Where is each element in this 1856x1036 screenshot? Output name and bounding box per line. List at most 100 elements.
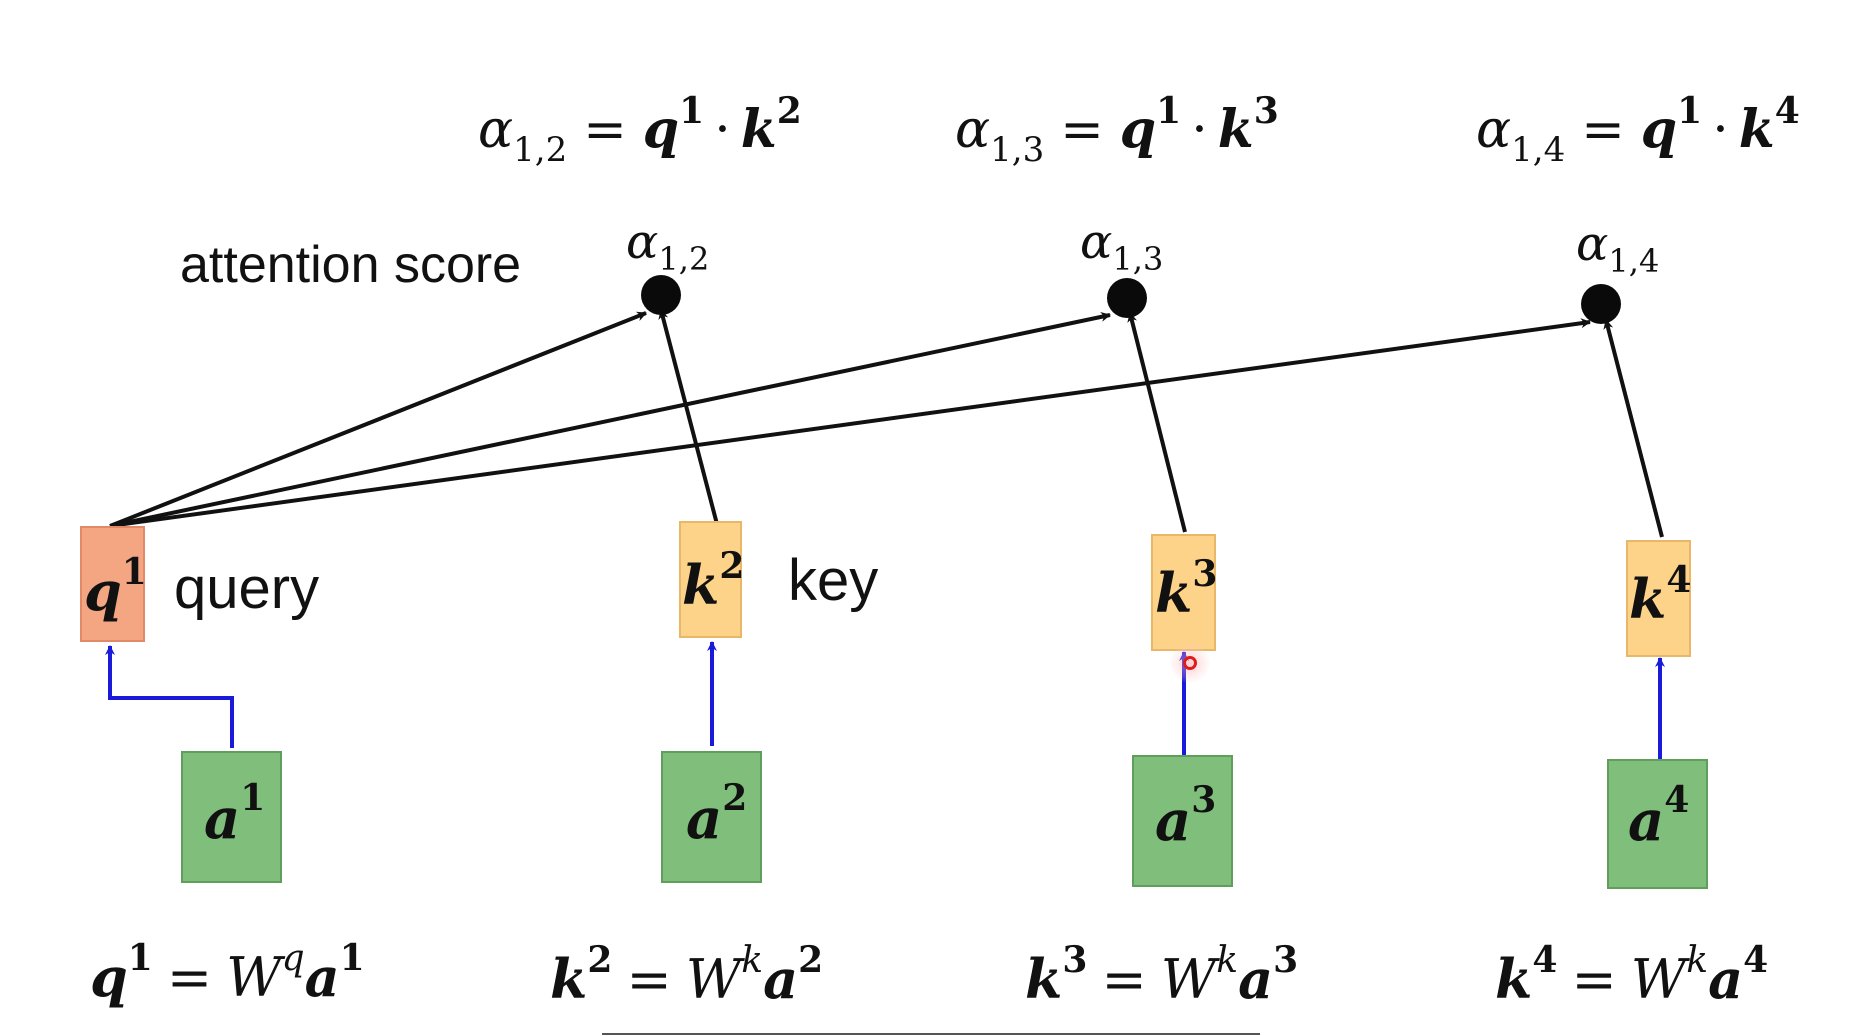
q-symbol: q — [1120, 99, 1156, 160]
k-superscript: 2 — [777, 90, 802, 132]
alpha-symbol: α — [626, 214, 658, 270]
arrow-q1-to-alpha14 — [109, 318, 1591, 528]
a-superscript: 1 — [340, 937, 365, 979]
arrow-q1-to-alpha12 — [109, 311, 647, 528]
query-box-bg — [80, 526, 145, 642]
alpha-symbol: α — [1476, 100, 1511, 160]
arrow-q1-to-alpha13 — [109, 311, 1111, 528]
a-symbol: a — [1155, 788, 1191, 854]
arrow-k4-to-alpha14 — [1603, 319, 1664, 538]
dot-operator: · — [1712, 100, 1729, 160]
formula-k4: k4=Wka4 — [1495, 939, 1768, 1011]
input-box-4: a4 — [1607, 759, 1708, 889]
score-label-1-3: α1,3 — [1080, 214, 1163, 278]
q-superscript: 1 — [1156, 90, 1181, 132]
a-superscript: 3 — [1191, 779, 1216, 821]
formula-q1: q1=Wqa1 — [90, 937, 365, 1009]
equals-sign: = — [1571, 948, 1616, 1011]
k-superscript: 3 — [1254, 90, 1279, 132]
input-box-1: a1 — [181, 751, 282, 883]
alpha-subscript: 1,3 — [990, 130, 1044, 170]
weight-symbol: W — [226, 946, 286, 1009]
input-box-3: a3 — [1132, 755, 1233, 887]
alpha-subscript: 1,2 — [658, 240, 709, 278]
query-label: query — [174, 556, 319, 621]
k-superscript: 2 — [719, 545, 744, 587]
a-superscript: 2 — [798, 939, 823, 981]
attention-arrows — [109, 309, 1664, 538]
key-box-3: k3 — [1151, 534, 1217, 651]
lhs-symbol: k — [1025, 947, 1062, 1011]
input-box-3-bg — [1132, 755, 1233, 887]
arrow-k2-to-alpha12 — [658, 309, 720, 529]
weight-superscript: k — [741, 940, 763, 981]
score-label-1-2: α1,2 — [626, 214, 709, 278]
score-label-1-4: α1,4 — [1576, 216, 1659, 280]
svg-text:α1,2=q1·k2: α1,2=q1·k2 — [478, 90, 802, 170]
alpha-subscript: 1,4 — [1608, 242, 1659, 280]
alpha-symbol: α — [1576, 216, 1608, 272]
query-box: q1 — [80, 526, 147, 642]
lhs-superscript: 2 — [587, 939, 612, 981]
lhs-symbol: q — [90, 945, 128, 1009]
a-superscript: 4 — [1664, 779, 1689, 821]
k-symbol: k — [741, 99, 777, 160]
laser-pointer-icon — [1183, 656, 1197, 670]
equals-sign: = — [1581, 100, 1625, 160]
k-symbol: k — [682, 553, 719, 617]
weight-superscript: k — [1686, 940, 1708, 981]
k-symbol: k — [1218, 99, 1254, 160]
key-box-2-bg — [679, 521, 742, 638]
key-box-2-label: k2 — [682, 545, 744, 617]
a-symbol: a — [305, 945, 340, 1009]
a-superscript: 1 — [240, 777, 265, 819]
a-superscript: 4 — [1743, 939, 1768, 981]
query-box-label: q1 — [84, 551, 147, 623]
equals-sign: = — [583, 100, 627, 160]
dot-operator: · — [1191, 100, 1208, 160]
q-superscript: 1 — [122, 551, 147, 593]
weight-superscript: k — [1216, 940, 1238, 981]
arrow-a1-to-q1 — [105, 645, 234, 748]
projection-arrows — [105, 641, 1665, 762]
alpha-subscript: 1,3 — [1112, 240, 1163, 278]
input-box-4-label: a4 — [1628, 779, 1689, 854]
input-box-1-label: a1 — [204, 777, 265, 852]
k-superscript: 3 — [1192, 553, 1217, 595]
formula-alpha-1-2: α1,2=q1·k2 — [478, 90, 802, 170]
a-superscript: 3 — [1273, 939, 1298, 981]
a-symbol: a — [1238, 947, 1273, 1011]
formula-k3: k3=Wka3 — [1025, 939, 1298, 1011]
score-node-1-4 — [1581, 284, 1621, 324]
input-box-2-bg — [661, 751, 762, 883]
lhs-superscript: 1 — [128, 937, 153, 979]
lhs-superscript: 4 — [1532, 939, 1557, 981]
formula-alpha-1-4: α1,4=q1·k4 — [1476, 90, 1800, 170]
key-box-3-bg — [1151, 534, 1216, 651]
equals-sign: = — [1101, 948, 1146, 1011]
svg-text:α1,3=q1·k3: α1,3=q1·k3 — [955, 90, 1279, 170]
key-box-2: k2 — [679, 521, 744, 638]
lhs-superscript: 3 — [1062, 939, 1087, 981]
alpha-symbol: α — [1080, 214, 1112, 270]
weight-symbol: W — [1631, 948, 1691, 1011]
a-symbol: a — [686, 786, 722, 852]
k-symbol: k — [1629, 567, 1666, 631]
a-symbol: a — [1708, 947, 1743, 1011]
score-node-1-2 — [641, 275, 681, 315]
weight-symbol: W — [686, 948, 746, 1011]
attention-score-label: attention score — [180, 236, 521, 294]
equals-sign: = — [1060, 100, 1104, 160]
alpha-subscript: 1,4 — [1511, 130, 1565, 170]
a-superscript: 2 — [722, 777, 747, 819]
weight-superscript: q — [282, 938, 305, 979]
key-box-4: k4 — [1626, 540, 1691, 657]
q-symbol: q — [643, 99, 679, 160]
k-superscript: 4 — [1775, 90, 1800, 132]
k-superscript: 4 — [1666, 559, 1691, 601]
q-superscript: 1 — [679, 90, 704, 132]
lhs-symbol: k — [550, 947, 587, 1011]
alpha-subscript: 1,2 — [513, 130, 567, 170]
key-box-3-label: k3 — [1155, 553, 1217, 625]
